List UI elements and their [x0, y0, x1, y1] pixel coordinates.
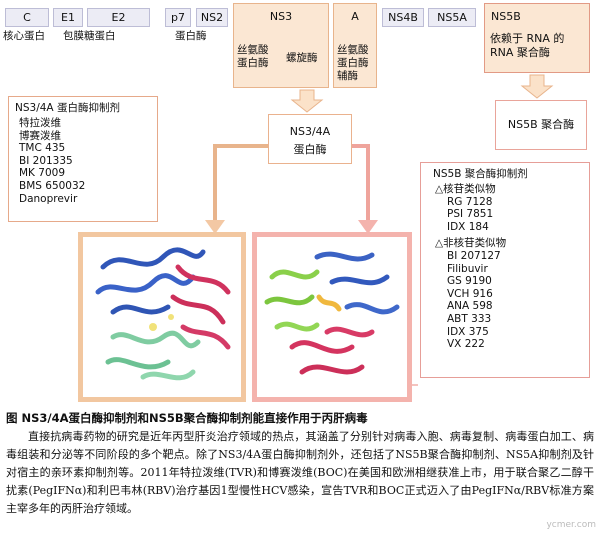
- list-item: ANA 598: [447, 300, 493, 313]
- list-item: GS 9190: [447, 275, 492, 288]
- segment-ns5a: NS5A: [428, 8, 476, 27]
- list-item: PSI 7851: [447, 208, 494, 221]
- ns5b-inhibitor-title: NS5B 聚合酶抑制剂: [433, 168, 528, 180]
- list-item: Filibuvir: [447, 262, 488, 275]
- ns5b-polymerase-box: NS5B 聚合酶: [495, 100, 587, 150]
- segment-p7: p7: [165, 8, 191, 27]
- list-item: 特拉泼维: [19, 117, 61, 129]
- list-item: IDX 184: [447, 220, 489, 233]
- ns34a-inhibitor-panel: NS3/4A 蛋白酶抑制剂 特拉泼维 博赛泼维 TMC 435 BI 20133…: [8, 96, 158, 222]
- label-serine-protease: 丝氨酸 蛋白酶: [237, 44, 269, 69]
- ns5b-protein-structure-image: [257, 237, 407, 397]
- ns34a-box-title: NS3/4A: [289, 125, 331, 138]
- label-rna-polymerase: 依赖于 RNA 的 RNA 聚合酶: [490, 32, 565, 59]
- segment-ns3: NS3: [233, 3, 329, 88]
- list-item: VCH 916: [447, 287, 493, 300]
- list-item: IDX 375: [447, 325, 489, 338]
- non-nucleoside-analog-heading: △非核苷类似物: [435, 237, 507, 250]
- segment-c: C: [5, 8, 49, 27]
- nucleoside-analog-heading: △核苷类似物: [435, 183, 496, 195]
- body-paragraph: 直接抗病毒药物的研究是近年丙型肝炎治疗领域的热点，其涵盖了分别针对病毒入胞、病毒…: [6, 430, 594, 515]
- ns34a-structure-frame: [78, 232, 246, 402]
- list-item: ABT 333: [447, 312, 492, 325]
- list-item: BI 201335: [19, 154, 73, 167]
- list-item: TMC 435: [19, 142, 66, 155]
- watermark: ycmer.com: [546, 520, 596, 530]
- ns5b-inhibitor-list: △核苷类似物 RG 7128 PSI 7851 IDX 184 △非核苷类似物 …: [421, 183, 589, 351]
- list-item: MK 7009: [19, 167, 66, 180]
- figure-caption: 图 NS3/4A蛋白酶抑制剂和NS5B聚合酶抑制剂能直接作用于丙肝病毒: [6, 411, 368, 425]
- list-item: VX 222: [447, 338, 485, 351]
- label-helicase: 螺旋酶: [286, 52, 318, 64]
- segment-ns2: NS2: [196, 8, 228, 27]
- list-item: BI 207127: [447, 249, 501, 262]
- list-item: RG 7128: [447, 195, 493, 208]
- label-ns2-protease: 蛋白酶: [175, 30, 207, 42]
- ns34a-inhibitor-title: NS3/4A 蛋白酶抑制剂: [15, 102, 120, 114]
- ns5b-structure-frame: [252, 232, 412, 402]
- ns34a-protein-structure-image: [83, 237, 241, 397]
- segment-4a: A: [333, 3, 377, 88]
- list-item: Danoprevir: [19, 192, 78, 205]
- ns34a-protease-box: NS3/4A 蛋白酶: [268, 114, 352, 164]
- segment-ns4b: NS4B: [382, 8, 424, 27]
- label-protease-cofactor: 丝氨酸 蛋白酶 辅酶: [337, 44, 369, 82]
- segment-ns5b: NS5B: [484, 3, 590, 73]
- label-core-protein: 核心蛋白: [3, 30, 45, 42]
- ns34a-inhibitor-list: 特拉泼维 博赛泼维 TMC 435 BI 201335 MK 7009 BMS …: [9, 117, 157, 205]
- ns5b-inhibitor-panel: NS5B 聚合酶抑制剂 △核苷类似物 RG 7128 PSI 7851 IDX …: [420, 162, 590, 378]
- label-envelope-glycoprotein: 包膜糖蛋白: [63, 30, 116, 42]
- segment-e2: E2: [87, 8, 150, 27]
- list-item: BMS 650032: [19, 179, 86, 192]
- segment-e1: E1: [53, 8, 83, 27]
- ns34a-box-subtitle: 蛋白酶: [293, 143, 327, 156]
- list-item: 博赛泼维: [19, 129, 61, 142]
